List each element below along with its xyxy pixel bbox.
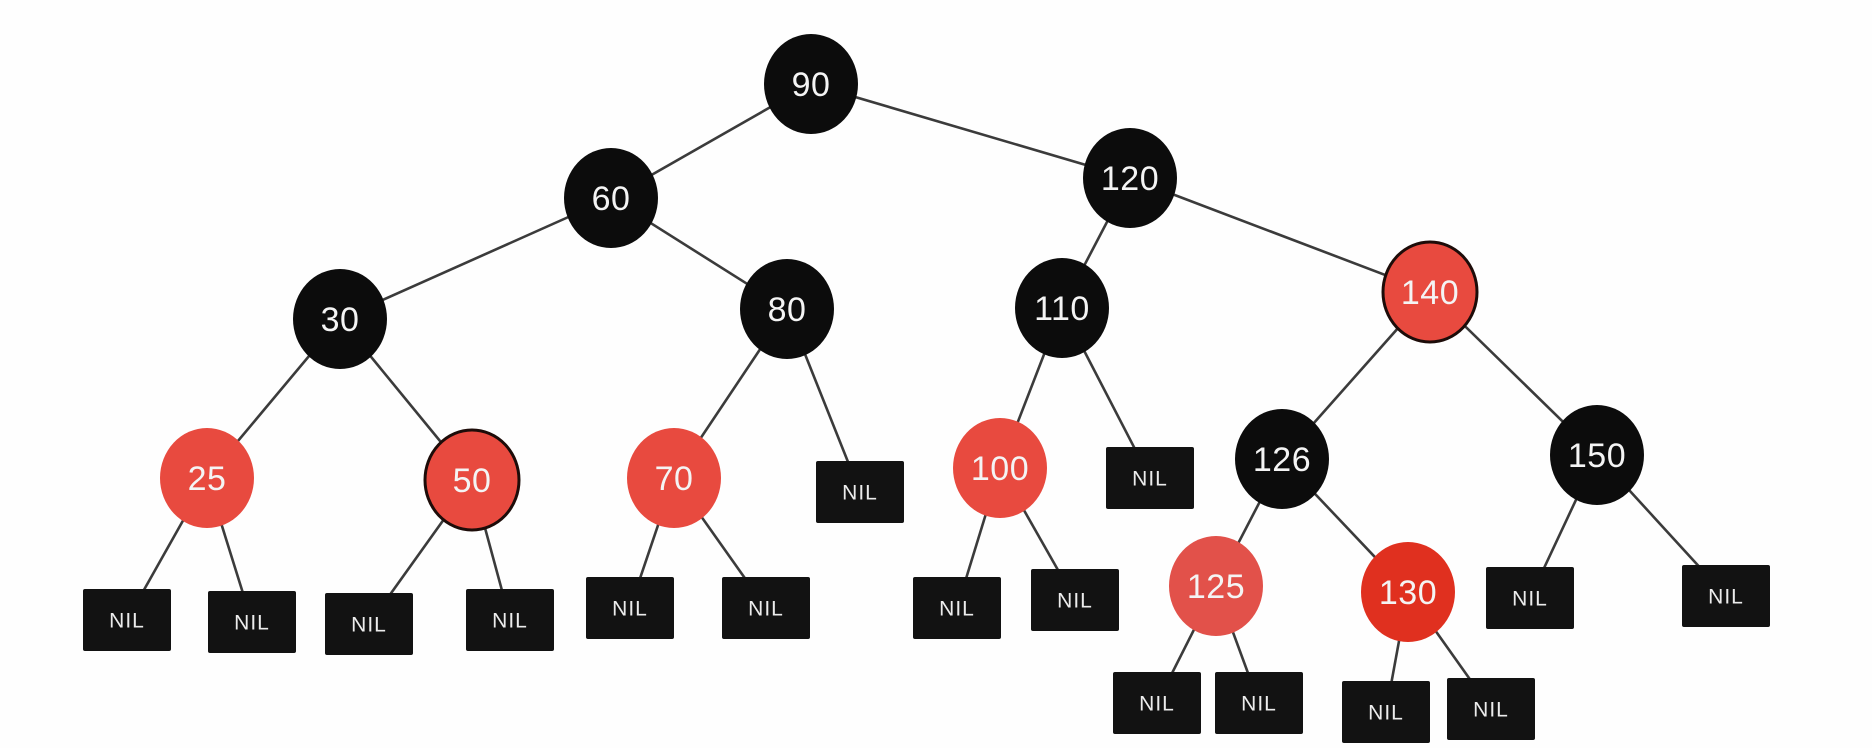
black-node-circle [740,259,834,359]
black-node-circle [564,148,658,248]
red-node-circle [953,418,1047,518]
node-value-label: 90 [792,66,831,104]
nil-leaf-nil-130-r: NIL [1447,678,1535,740]
tree-node-126: 126 [1235,409,1329,509]
tree-edge [339,196,612,321]
nil-label: NIL [1139,693,1175,716]
red-node-circle [627,428,721,528]
red-node-circle [1381,240,1479,344]
nil-leaf-nil-70-r: NIL [722,577,810,639]
node-value-label: 100 [971,450,1029,488]
tree-node-50: 50 [423,428,521,532]
black-node-circle [293,269,387,369]
tree-node-110: 110 [1015,258,1109,358]
node-value-label: 50 [453,462,492,500]
node-value-label: 120 [1101,160,1159,198]
tree-node-25: 25 [160,428,254,528]
nil-label: NIL [1241,693,1277,716]
nil-box [1682,565,1770,627]
node-value-label: 25 [188,460,227,498]
tree-edge [810,82,1131,180]
nil-leaf-nil-125-r: NIL [1215,672,1303,734]
nil-box [816,461,904,523]
black-node-circle [1550,405,1644,505]
node-value-label: 30 [321,301,360,339]
black-node-circle [764,34,858,134]
black-node-circle [1083,128,1177,228]
nil-box [586,577,674,639]
tree-node-80: 80 [740,259,834,359]
nil-box [722,577,810,639]
red-node-circle [1169,536,1263,636]
nil-leaf-nil-25-r: NIL [208,591,296,653]
nil-box [1342,681,1430,743]
black-node-circle [1015,258,1109,358]
nil-leaf-nil-80-r: NIL [816,461,904,523]
node-value-label: 150 [1568,437,1626,475]
nil-box [1031,569,1119,631]
tree-node-140: 140 [1381,240,1479,344]
nil-leaf-nil-25-l: NIL [83,589,171,651]
nil-leaf-nil-100-r: NIL [1031,569,1119,631]
node-value-label: 60 [592,180,631,218]
node-value-label: 70 [655,460,694,498]
nil-box [1447,678,1535,740]
tree-node-90: 90 [764,34,858,134]
nil-label: NIL [1512,588,1548,611]
nil-label: NIL [109,610,145,633]
nil-box [83,589,171,651]
nil-label: NIL [748,598,784,621]
node-value-label: 80 [768,291,807,329]
tree-node-70: 70 [627,428,721,528]
nil-label: NIL [492,610,528,633]
nil-leaf-nil-100-l: NIL [913,577,1001,639]
tree-edge [1129,176,1431,294]
tree-node-30: 30 [293,269,387,369]
nil-leaf-nil-150-r: NIL [1682,565,1770,627]
nil-leaf-nil-130-l: NIL [1342,681,1430,743]
nil-box [913,577,1001,639]
black-node-circle [1235,409,1329,509]
nil-label: NIL [1368,702,1404,725]
nil-box [208,591,296,653]
red-node-circle [423,428,521,532]
tree-node-100: 100 [953,418,1047,518]
nil-label: NIL [1708,586,1744,609]
nil-leaf-nil-125-l: NIL [1113,672,1201,734]
nil-label: NIL [1132,468,1168,491]
nil-label: NIL [1473,699,1509,722]
nil-label: NIL [234,612,270,635]
node-value-label: 110 [1034,290,1090,328]
node-value-label: 126 [1253,441,1311,479]
tree-node-60: 60 [564,148,658,248]
nil-box [1215,672,1303,734]
nil-leaf-nil-50-l: NIL [325,593,413,655]
tree-node-120: 120 [1083,128,1177,228]
tree-node-130: 130 [1361,542,1455,642]
nil-label: NIL [612,598,648,621]
nil-leaf-nil-70-l: NIL [586,577,674,639]
tree-node-150: 150 [1550,405,1644,505]
nil-leaf-nil-50-r: NIL [466,589,554,651]
nil-box [1113,672,1201,734]
nil-leaf-nil-150-l: NIL [1486,567,1574,629]
tree-node-125: 125 [1169,536,1263,636]
red-node-circle [160,428,254,528]
node-value-label: 125 [1187,568,1245,606]
node-value-label: 140 [1401,274,1459,312]
nil-label: NIL [351,614,387,637]
nil-label: NIL [939,598,975,621]
nil-label: NIL [1057,590,1093,613]
nil-box [1106,447,1194,509]
nil-label: NIL [842,482,878,505]
nil-leaf-nil-110-r: NIL [1106,447,1194,509]
nil-box [466,589,554,651]
nil-box [325,593,413,655]
nil-box [1486,567,1574,629]
red-node-circle [1361,542,1455,642]
node-value-label: 130 [1379,574,1437,612]
